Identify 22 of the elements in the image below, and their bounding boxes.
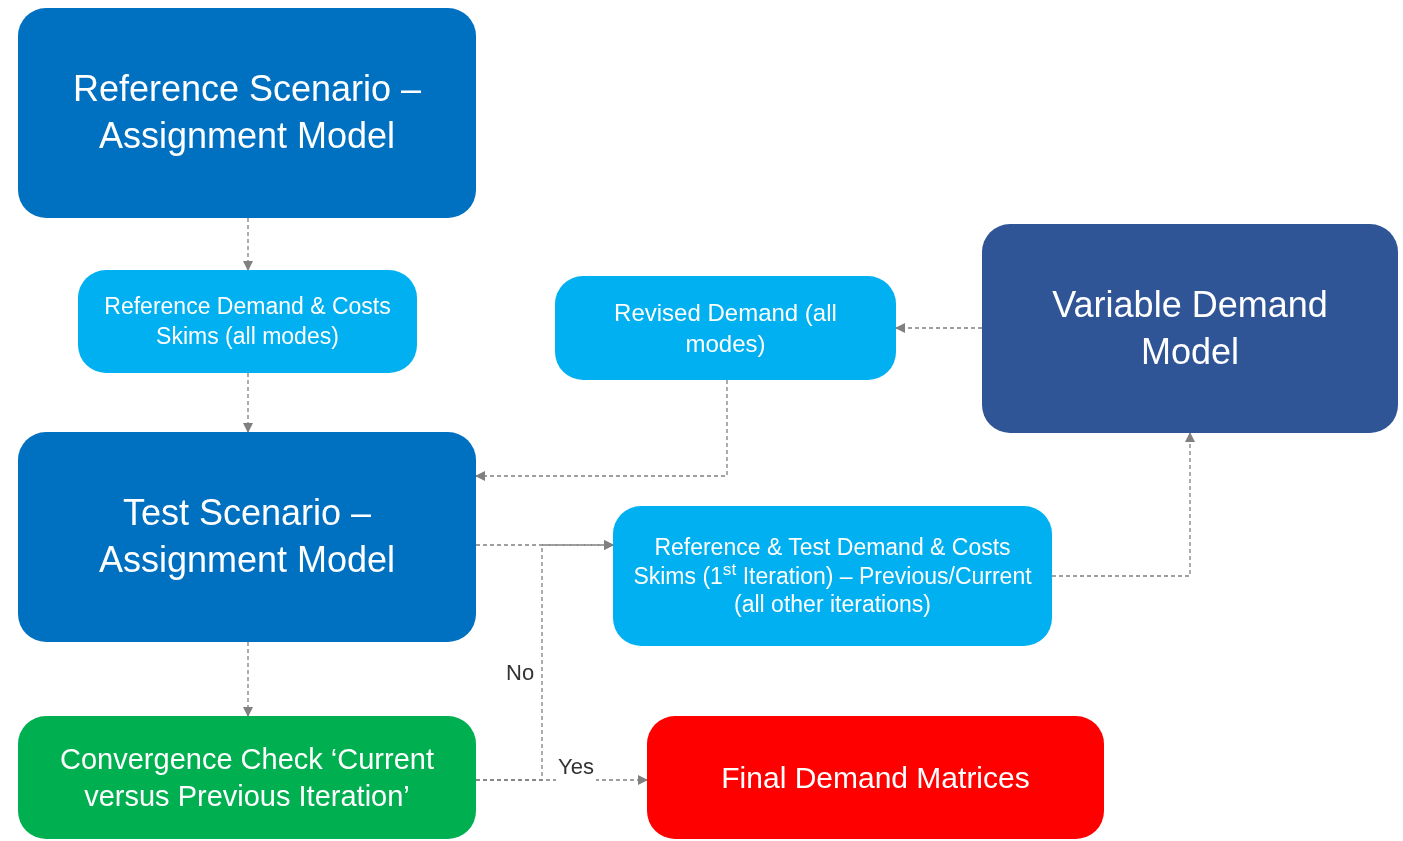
connector-arrow <box>243 217 253 271</box>
node-text: Variable Demand Model <box>1051 282 1329 374</box>
connector-arrow <box>475 379 728 481</box>
connector-arrow <box>243 372 253 433</box>
node-text: Reference Scenario – Assignment Model <box>71 67 423 158</box>
node-text: Final Demand Matrices <box>721 760 1030 796</box>
result-box <box>647 716 1104 839</box>
process-box <box>18 432 476 642</box>
node-text: Reference Demand & Costs Skims (all modes) <box>103 291 392 351</box>
connector-arrow <box>243 641 253 717</box>
decision-box <box>18 716 476 839</box>
node-text: Convergence Check ‘Current versus Previous Iteration’ <box>59 742 435 814</box>
data-box <box>78 270 417 373</box>
node-text: Reference & Test Demand & Costs Skims (1$^{st}$ Iteration) – Previous/Current (all other iterations) <box>632 532 1033 620</box>
data-box <box>613 506 1052 646</box>
process-box <box>18 8 476 218</box>
model-box <box>982 224 1398 433</box>
node-text: Revised Demand (all modes) <box>613 297 838 359</box>
connector-arrow <box>1051 432 1195 577</box>
data-box <box>555 276 896 380</box>
node-text: Test Scenario – Assignment Model <box>97 491 397 582</box>
connector-arrow <box>895 323 983 333</box>
